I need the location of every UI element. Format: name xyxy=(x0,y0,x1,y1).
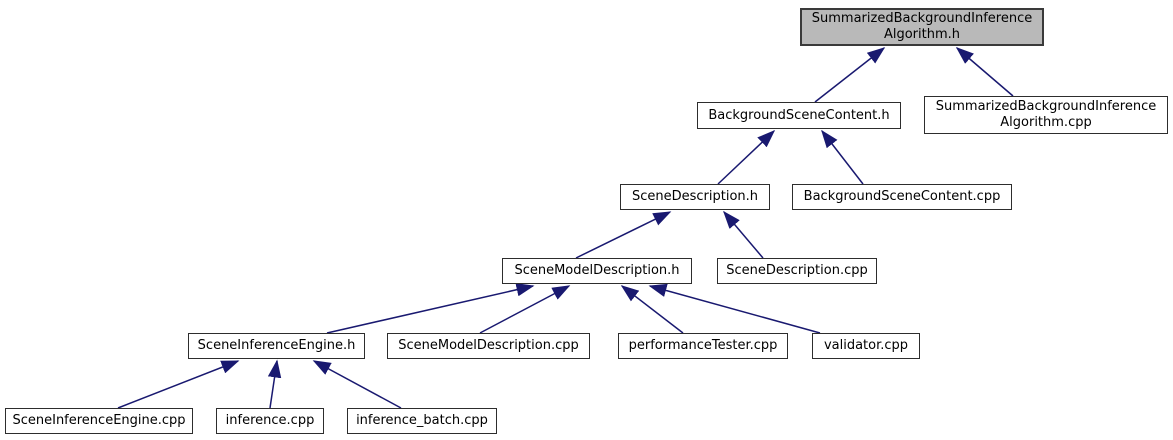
node-inference-batch-cpp[interactable]: inference_batch.cpp xyxy=(347,408,497,434)
edge-scenemodeldescription-cpp-to-scenemodeldescription-h xyxy=(479,285,571,334)
node-sceneinferenceengine-h[interactable]: SceneInferenceEngine.h xyxy=(188,333,365,359)
edge-sceneinferenceengine-cpp-to-sceneinferenceengine-h xyxy=(117,360,240,409)
edge-inference-batch-cpp-to-sceneinferenceengine-h xyxy=(312,360,402,409)
node-summarizedbackgroundinferencealgorithm-cpp[interactable]: SummarizedBackgroundInference Algorithm.… xyxy=(924,96,1168,134)
node-backgroundscenecontent-h[interactable]: BackgroundSceneContent.h xyxy=(697,102,901,129)
edge-backgroundscenecontent-cpp-to-backgroundscenecontent-h xyxy=(821,129,864,185)
edge-scenemodeldescription-h-to-scenedescription-h xyxy=(575,211,672,259)
edge-inference-cpp-to-sceneinferenceengine-h xyxy=(267,359,282,409)
node-scenedescription-h[interactable]: SceneDescription.h xyxy=(620,184,770,210)
edge-backgroundscenecontent-h-to-root xyxy=(814,47,886,103)
node-scenedescription-cpp[interactable]: SceneDescription.cpp xyxy=(717,258,877,284)
edge-sceneinferenceengine-h-to-scenemodeldescription-h xyxy=(326,283,535,334)
node-scenemodeldescription-h[interactable]: SceneModelDescription.h xyxy=(502,258,692,284)
node-performancetester-cpp[interactable]: performanceTester.cpp xyxy=(618,333,788,359)
edge-performancetester-cpp-to-scenemodeldescription-h xyxy=(620,285,684,334)
edge-validator-cpp-to-scenemodeldescription-h xyxy=(648,283,821,334)
node-backgroundscenecontent-cpp[interactable]: BackgroundSceneContent.cpp xyxy=(792,184,1012,210)
node-scenemodeldescription-cpp[interactable]: SceneModelDescription.cpp xyxy=(387,333,590,359)
node-validator-cpp[interactable]: validator.cpp xyxy=(812,333,920,359)
edge-scenedescription-h-to-backgroundscenecontent-h xyxy=(717,129,776,185)
node-inference-cpp[interactable]: inference.cpp xyxy=(216,408,324,434)
edge-summarizedbackgroundinferencealgorithm-cpp-to-root xyxy=(955,47,1014,97)
edge-scenedescription-cpp-to-scenedescription-h xyxy=(723,210,764,259)
node-sceneinferenceengine-cpp[interactable]: SceneInferenceEngine.cpp xyxy=(5,408,193,434)
node-summarizedbackgroundinferencealgorithm-h: SummarizedBackgroundInference Algorithm.… xyxy=(800,8,1044,46)
